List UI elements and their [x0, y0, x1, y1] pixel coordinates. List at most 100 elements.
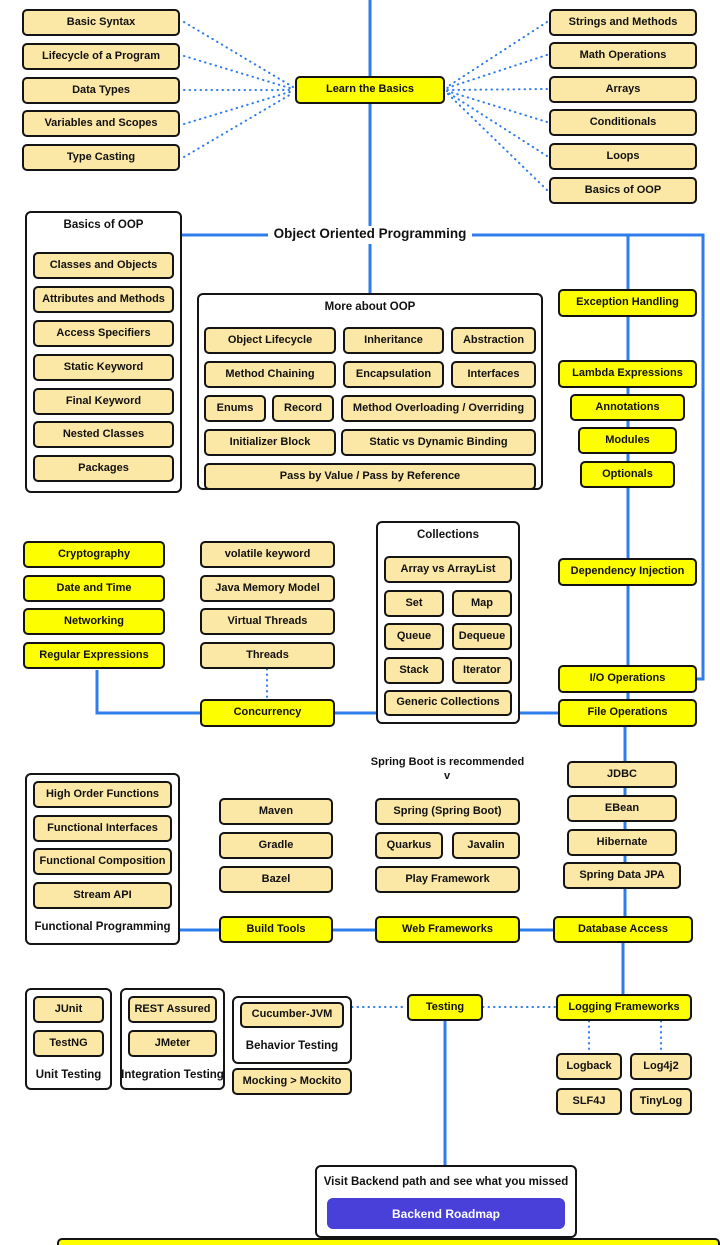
node-method-overloading-overriding[interactable]: Method Overloading / Overriding: [341, 395, 536, 422]
annotation-spring-boot-recommended: Spring Boot is recommended: [370, 756, 525, 768]
node-testng[interactable]: TestNG: [33, 1030, 104, 1057]
node-interfaces[interactable]: Interfaces: [451, 361, 536, 388]
node-networking[interactable]: Networking: [23, 608, 165, 635]
node-inheritance[interactable]: Inheritance: [343, 327, 444, 354]
node-lifecycle-of-a-program[interactable]: Lifecycle of a Program: [22, 43, 180, 70]
node-spring-data-jpa[interactable]: Spring Data JPA: [563, 862, 681, 889]
node-encapsulation[interactable]: Encapsulation: [343, 361, 444, 388]
node-date-and-time[interactable]: Date and Time: [23, 575, 165, 602]
node-basics-of-oop-link[interactable]: Basics of OOP: [549, 177, 697, 204]
node-slf4j[interactable]: SLF4J: [556, 1088, 622, 1115]
group-title-functional-programming: Functional Programming: [34, 921, 171, 933]
node-volatile-keyword[interactable]: volatile keyword: [200, 541, 335, 568]
node-rest-assured[interactable]: REST Assured: [128, 996, 217, 1023]
node-modules[interactable]: Modules: [578, 427, 677, 454]
node-dependency-injection[interactable]: Dependency Injection: [558, 558, 697, 586]
section-title-object-oriented-programming: Object Oriented Programming: [273, 226, 467, 241]
node-type-casting[interactable]: Type Casting: [22, 144, 180, 171]
node-lambda-expressions[interactable]: Lambda Expressions: [558, 360, 697, 388]
node-bottom-strip: [57, 1238, 720, 1245]
node-learn-the-basics[interactable]: Learn the Basics: [295, 76, 445, 104]
group-more-about-oop: [197, 293, 543, 490]
node-dequeue[interactable]: Dequeue: [452, 623, 512, 650]
node-attributes-and-methods[interactable]: Attributes and Methods: [33, 286, 174, 313]
node-jdbc[interactable]: JDBC: [567, 761, 677, 788]
node-junit[interactable]: JUnit: [33, 996, 104, 1023]
node-spring-spring-boot[interactable]: Spring (Spring Boot): [375, 798, 520, 825]
node-database-access[interactable]: Database Access: [553, 916, 693, 943]
node-maven[interactable]: Maven: [219, 798, 333, 825]
node-virtual-threads[interactable]: Virtual Threads: [200, 608, 335, 635]
node-web-frameworks[interactable]: Web Frameworks: [375, 916, 520, 943]
node-packages[interactable]: Packages: [33, 455, 174, 482]
node-basic-syntax[interactable]: Basic Syntax: [22, 9, 180, 36]
node-threads[interactable]: Threads: [200, 642, 335, 669]
node-play-framework[interactable]: Play Framework: [375, 866, 520, 893]
node-queue[interactable]: Queue: [384, 623, 444, 650]
node-high-order-functions[interactable]: High Order Functions: [33, 781, 172, 808]
node-bazel[interactable]: Bazel: [219, 866, 333, 893]
node-functional-interfaces[interactable]: Functional Interfaces: [33, 815, 172, 842]
annotation-caret-down: v: [443, 770, 451, 782]
node-static-vs-dynamic-binding[interactable]: Static vs Dynamic Binding: [341, 429, 536, 456]
node-record[interactable]: Record: [272, 395, 334, 422]
node-log4j2[interactable]: Log4j2: [630, 1053, 692, 1080]
backend-roadmap-button[interactable]: Backend Roadmap: [327, 1198, 565, 1229]
node-exception-handling[interactable]: Exception Handling: [558, 289, 697, 317]
node-jmeter[interactable]: JMeter: [128, 1030, 217, 1057]
group-title-collections: Collections: [417, 529, 479, 541]
node-ebean[interactable]: EBean: [567, 795, 677, 822]
node-abstraction[interactable]: Abstraction: [451, 327, 536, 354]
node-nested-classes[interactable]: Nested Classes: [33, 421, 174, 448]
node-classes-and-objects[interactable]: Classes and Objects: [33, 252, 174, 279]
node-stream-api[interactable]: Stream API: [33, 882, 172, 909]
group-title-integration-testing: Integration Testing: [121, 1069, 224, 1081]
group-title-basics-of-oop: Basics of OOP: [63, 219, 144, 231]
group-title-more-about-oop: More about OOP: [324, 301, 416, 313]
node-static-keyword[interactable]: Static Keyword: [33, 354, 174, 381]
node-testing[interactable]: Testing: [407, 994, 483, 1021]
node-conditionals[interactable]: Conditionals: [549, 109, 697, 136]
node-annotations[interactable]: Annotations: [570, 394, 685, 421]
node-variables-and-scopes[interactable]: Variables and Scopes: [22, 110, 180, 137]
node-optionals[interactable]: Optionals: [580, 461, 675, 488]
node-data-types[interactable]: Data Types: [22, 77, 180, 104]
node-tinylog[interactable]: TinyLog: [630, 1088, 692, 1115]
node-loops[interactable]: Loops: [549, 143, 697, 170]
node-functional-composition[interactable]: Functional Composition: [33, 848, 172, 875]
node-cucumber-jvm[interactable]: Cucumber-JVM: [240, 1002, 344, 1028]
node-final-keyword[interactable]: Final Keyword: [33, 388, 174, 415]
node-concurrency[interactable]: Concurrency: [200, 699, 335, 727]
node-quarkus[interactable]: Quarkus: [375, 832, 443, 859]
node-access-specifiers[interactable]: Access Specifiers: [33, 320, 174, 347]
node-iterator[interactable]: Iterator: [452, 657, 512, 684]
group-title-unit-testing: Unit Testing: [35, 1069, 102, 1081]
node-object-lifecycle[interactable]: Object Lifecycle: [204, 327, 336, 354]
node-mocking-mockito[interactable]: Mocking > Mockito: [232, 1068, 352, 1095]
node-set[interactable]: Set: [384, 590, 444, 617]
node-map[interactable]: Map: [452, 590, 512, 617]
node-initializer-block[interactable]: Initializer Block: [204, 429, 336, 456]
node-array-vs-arraylist[interactable]: Array vs ArrayList: [384, 556, 512, 583]
node-gradle[interactable]: Gradle: [219, 832, 333, 859]
node-strings-and-methods[interactable]: Strings and Methods: [549, 9, 697, 36]
node-arrays[interactable]: Arrays: [549, 76, 697, 103]
node-javalin[interactable]: Javalin: [452, 832, 520, 859]
node-io-operations[interactable]: I/O Operations: [558, 665, 697, 693]
node-method-chaining[interactable]: Method Chaining: [204, 361, 336, 388]
node-build-tools[interactable]: Build Tools: [219, 916, 333, 943]
node-stack[interactable]: Stack: [384, 657, 444, 684]
node-generic-collections[interactable]: Generic Collections: [384, 690, 512, 716]
node-regular-expressions[interactable]: Regular Expressions: [23, 642, 165, 669]
node-file-operations[interactable]: File Operations: [558, 699, 697, 727]
node-logback[interactable]: Logback: [556, 1053, 622, 1080]
node-hibernate[interactable]: Hibernate: [567, 829, 677, 856]
node-math-operations[interactable]: Math Operations: [549, 42, 697, 69]
node-enums[interactable]: Enums: [204, 395, 266, 422]
node-pass-by-value-pass-by-reference[interactable]: Pass by Value / Pass by Reference: [204, 463, 536, 490]
node-logging-frameworks[interactable]: Logging Frameworks: [556, 994, 692, 1021]
group-title-behavior-testing: Behavior Testing: [245, 1040, 339, 1052]
node-cryptography[interactable]: Cryptography: [23, 541, 165, 568]
node-java-memory-model[interactable]: Java Memory Model: [200, 575, 335, 602]
